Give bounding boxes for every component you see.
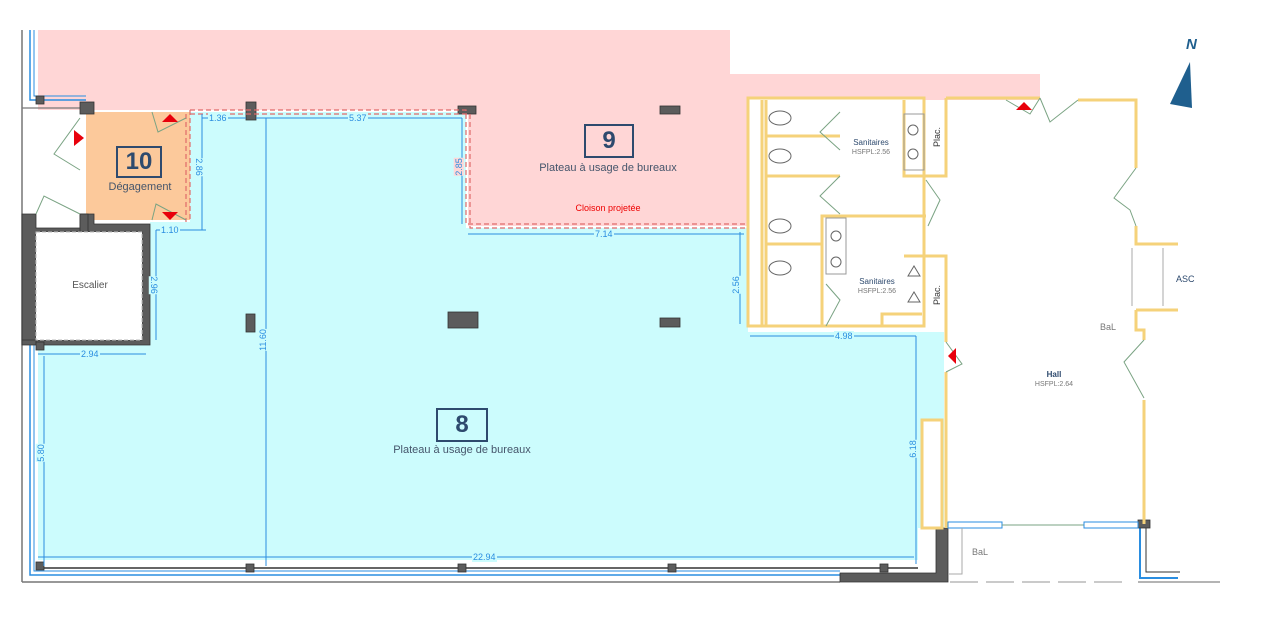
room-10-number: 10	[116, 146, 162, 178]
bal-hall-label: BaL	[1100, 322, 1117, 332]
dimension-label: 4.98	[834, 331, 854, 341]
dimension-label: 6.18	[907, 440, 918, 458]
room-10-area	[86, 112, 190, 220]
plac-bottom-label: Plac.	[932, 285, 942, 306]
dimension-label: 7.14	[594, 229, 614, 239]
door-swings	[35, 97, 1145, 399]
dimension-label: 2.96	[148, 276, 159, 294]
compass-label: N	[1186, 36, 1197, 53]
dimension-label: 2.85	[453, 158, 464, 176]
hall-window	[947, 521, 1139, 575]
dimension-label: 2.56	[730, 276, 741, 294]
toilets	[768, 110, 792, 276]
dimension-label: 11.60	[257, 329, 268, 351]
hall-height: HSFPL:2.64	[1034, 381, 1074, 388]
sinks	[825, 113, 925, 303]
elevator-shaft	[1131, 248, 1164, 306]
structural-walls	[21, 95, 1151, 583]
dimension-label: 5.37	[348, 113, 368, 123]
escalier-label: Escalier	[72, 280, 108, 291]
north-arrow-icon	[1170, 62, 1192, 108]
asc-label: ASC	[1176, 274, 1195, 284]
sanitaires-bottom-height: HSFPL:2.56	[857, 288, 897, 295]
dimension-label: 2.94	[80, 349, 100, 359]
dimension-label: 1.36	[208, 113, 228, 123]
plac-top-label: Plac.	[932, 127, 942, 148]
room-9-area	[38, 30, 1040, 226]
hall-name: Hall	[1046, 370, 1062, 379]
sanitaires-top-height: HSFPL:2.56	[851, 149, 891, 156]
outer-walls	[21, 30, 1220, 583]
room-9-number: 9	[584, 124, 634, 158]
partition-lines	[185, 109, 748, 229]
dimension-label: 22.94	[472, 552, 497, 562]
dimension-label: 2.86	[193, 158, 204, 176]
sanitaires-top-name: Sanitaires	[853, 138, 889, 147]
room-9-note: Cloison projetée	[575, 203, 641, 213]
room-10-name: Dégagement	[108, 181, 172, 193]
sanitaires-bottom-name: Sanitaires	[859, 277, 895, 286]
escalier-area	[35, 231, 143, 341]
dimension-label: 5.80	[35, 444, 46, 462]
access-markers	[74, 102, 1032, 364]
bal-outside-label: BaL	[972, 547, 989, 557]
room-8-number: 8	[436, 408, 488, 442]
dimension-label: 1.10	[160, 225, 180, 235]
room-8-name: Plateau à usage de bureaux	[393, 444, 531, 456]
room-9-name: Plateau à usage de bureaux	[539, 162, 677, 174]
